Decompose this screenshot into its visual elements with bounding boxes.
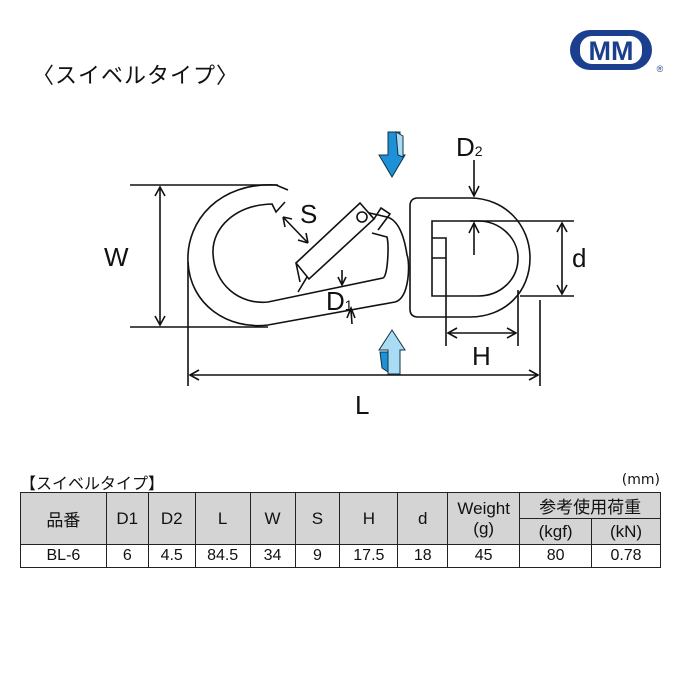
svg-text:MM: MM bbox=[589, 36, 634, 66]
cell-l: 84.5 bbox=[194, 544, 251, 568]
cell-part-no: BL-6 bbox=[20, 544, 107, 568]
brand-logo: MM ® bbox=[568, 26, 668, 80]
header-load: 参考使用荷重 bbox=[519, 492, 661, 519]
swivel-snap-hook-diagram bbox=[130, 131, 574, 386]
table-unit: (mm) bbox=[621, 472, 660, 488]
cell-w: 34 bbox=[249, 544, 296, 568]
spec-table: 品番 D1 D2 L W S H d Weight(g) 参考使用荷重 (kgf… bbox=[20, 492, 661, 568]
cell-load-kn: 0.78 bbox=[591, 544, 661, 568]
cell-d1: 6 bbox=[105, 544, 149, 568]
label-l: L bbox=[355, 390, 370, 420]
header-d1: D1 bbox=[105, 492, 149, 545]
cell-d: 18 bbox=[397, 544, 449, 568]
header-d: d bbox=[397, 492, 449, 545]
cell-h: 17.5 bbox=[339, 544, 399, 568]
cell-load-kgf: 80 bbox=[519, 544, 593, 568]
table-row: BL-6 6 4.5 84.5 34 9 17.5 18 45 80 0.78 bbox=[20, 544, 661, 568]
label-s: S bbox=[300, 199, 318, 229]
cell-d2: 4.5 bbox=[147, 544, 196, 568]
hook-inner bbox=[212, 201, 389, 304]
label-d2: D2 bbox=[456, 132, 483, 162]
label-d1: D1 bbox=[326, 286, 353, 316]
direction-arrow-up-icon bbox=[378, 329, 406, 375]
hook-outline bbox=[187, 184, 410, 327]
header-w: W bbox=[249, 492, 296, 545]
svg-text:®: ® bbox=[657, 64, 664, 74]
header-s: S bbox=[294, 492, 341, 545]
d-ring-inner bbox=[431, 220, 519, 297]
table-caption: 【スイベルタイプ】 bbox=[20, 474, 165, 493]
label-h: H bbox=[472, 341, 491, 371]
cell-s: 9 bbox=[294, 544, 341, 568]
header-h: H bbox=[339, 492, 399, 545]
header-d2: D2 bbox=[147, 492, 196, 545]
cell-weight: 45 bbox=[447, 544, 521, 568]
d-ring-outer bbox=[409, 197, 531, 318]
header-load-kgf: (kgf) bbox=[519, 518, 593, 545]
label-w: W bbox=[104, 242, 129, 272]
header-part-no: 品番 bbox=[20, 492, 107, 545]
header-l: L bbox=[194, 492, 251, 545]
label-d: d bbox=[572, 243, 587, 273]
page-title: 〈スイベルタイプ〉 bbox=[32, 64, 240, 89]
header-weight: Weight(g) bbox=[447, 492, 521, 545]
header-load-kn: (kN) bbox=[591, 518, 661, 545]
